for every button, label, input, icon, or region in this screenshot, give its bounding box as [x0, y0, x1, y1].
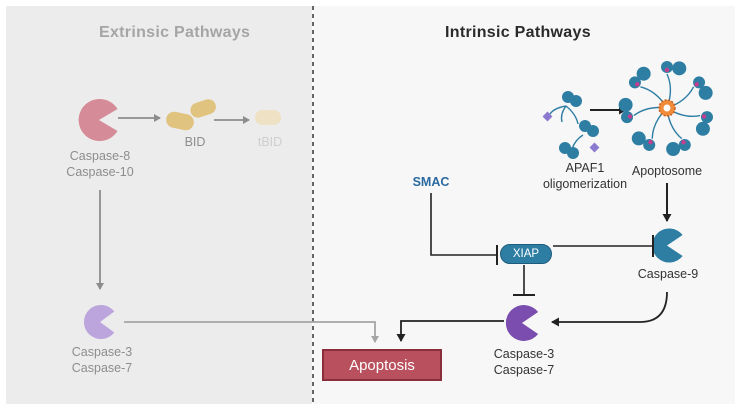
apoptosome-dot: [681, 140, 686, 145]
apoptosome-dot: [701, 114, 707, 119]
apoptosome-head: [700, 111, 713, 124]
tbid-label: tBID: [257, 135, 283, 149]
caspase-7-intrinsic-line2: Caspase-7: [493, 363, 555, 377]
apoptosis-box: Apoptosis: [322, 349, 442, 381]
apaf1-label-line1: APAF1: [565, 161, 605, 175]
caspase-3-extrinsic-line1: Caspase-3: [71, 345, 133, 359]
extrinsic-title: Extrinsic Pathways: [99, 24, 251, 41]
caspase-8-label: Caspase-8 Caspase-10: [60, 148, 140, 180]
caspase-3-intrinsic-icon: [505, 305, 539, 341]
arrow-caspase3-to-apoptosis-extrinsic: [124, 321, 379, 343]
apaf1-label-line2: oligomerization: [542, 177, 628, 191]
xiap-label: XIAP: [512, 248, 540, 260]
apoptosome-head: [636, 66, 651, 81]
apoptosome-head: [695, 121, 710, 136]
apoptosome-dot: [648, 140, 653, 145]
caspase-3-intrinsic-label: Caspase-3 Caspase-7: [484, 346, 564, 378]
caspase-8-icon: [78, 99, 118, 141]
caspase-9-label: Caspase-9: [637, 267, 699, 281]
caspase-8-label-line1: Caspase-8: [69, 149, 131, 163]
smac-inhibits-xiap-line: [430, 193, 496, 256]
caspase-3-intrinsic-line1: Caspase-3: [493, 347, 555, 361]
caspase-7-extrinsic-line2: Caspase-7: [71, 361, 133, 375]
apoptosome-head: [666, 142, 681, 157]
apoptosome-dot: [627, 114, 633, 119]
xiap-pill: XIAP: [500, 244, 552, 264]
apoptosome-head: [661, 61, 673, 73]
apoptosome-icon: [618, 61, 713, 157]
apoptosome-dot: [694, 82, 699, 87]
caspase-3-extrinsic-label: Caspase-3 Caspase-7: [62, 344, 142, 376]
apaf1-monomer-heads: [559, 91, 599, 159]
arrow-caspase3-to-apoptosis-intrinsic: [396, 320, 504, 342]
extrinsic-panel: [6, 6, 312, 404]
caspase-10-label-line2: Caspase-10: [66, 165, 134, 179]
apoptosome-head: [698, 85, 713, 100]
tbid-icon: [255, 110, 281, 125]
apaf1-purple-domain-2: [589, 142, 600, 153]
apaf1-purple-domain-1: [542, 111, 553, 122]
apaf1-label: APAF1 oligomerization: [530, 160, 640, 192]
arrow-caspase9-to-caspase3: [551, 291, 668, 327]
apoptosome-head: [621, 111, 634, 124]
apoptosome-dot: [635, 82, 640, 87]
apoptosome-core-center: [663, 104, 671, 112]
apoptosis-label: Apoptosis: [349, 356, 415, 374]
caspase-3-extrinsic-icon: [83, 305, 115, 339]
apoptosome-head: [672, 61, 687, 76]
apoptosome-head: [631, 131, 646, 146]
smac-label: SMAC: [412, 175, 450, 189]
bid-label: BID: [184, 135, 206, 149]
intrinsic-title: Intrinsic Pathways: [445, 24, 591, 41]
apoptosome-head: [618, 97, 633, 112]
apoptosome-dot: [664, 67, 670, 73]
caspase-9-icon: [652, 228, 683, 263]
bid-icon: [166, 99, 216, 131]
apoptosome-label: Apoptosome: [631, 164, 703, 178]
